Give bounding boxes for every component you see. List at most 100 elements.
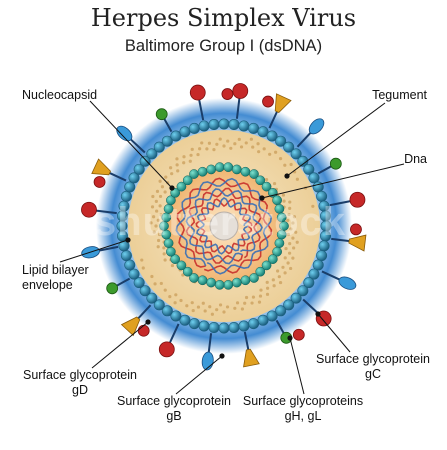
- tegument-dot: [291, 236, 295, 240]
- spike-head-gb: [348, 234, 367, 252]
- tegument-dot: [233, 142, 237, 146]
- tegument-dot: [244, 141, 248, 145]
- tegument-dot: [288, 200, 292, 204]
- capsid-bead: [223, 280, 234, 290]
- capsid-bead: [232, 164, 242, 175]
- label-gh-gl: Surface glycoproteins gH, gL: [238, 394, 368, 424]
- envelope-bead: [257, 126, 269, 138]
- tegument-dot: [292, 246, 296, 250]
- tegument-dot: [288, 206, 292, 211]
- leader-gb-dot: [219, 353, 225, 359]
- tegument-dot: [152, 230, 156, 234]
- glycoprotein-spike: [91, 158, 127, 182]
- envelope-bead: [266, 310, 278, 322]
- tegument-dot: [291, 221, 295, 225]
- capsid-bead: [182, 266, 193, 277]
- capsid-bead: [249, 273, 259, 283]
- capsid-bead: [176, 181, 187, 192]
- tegument-dot: [174, 293, 178, 297]
- tegument-dot: [141, 266, 145, 270]
- label-gd-line2: gD: [72, 383, 88, 397]
- capsid-bead: [176, 260, 187, 271]
- tegument-dot: [271, 278, 275, 282]
- tegument-dot: [276, 269, 280, 273]
- capsid-bead: [197, 166, 208, 177]
- glycoprotein-spike: [296, 118, 325, 148]
- glycoprotein-spike: [243, 331, 260, 368]
- spike-head-gh: [308, 118, 325, 135]
- label-gc-line2: gC: [365, 367, 381, 381]
- tegument-dot: [207, 141, 212, 145]
- tegument-dot: [281, 265, 285, 269]
- tegument-dot: [150, 205, 155, 209]
- tegument-dot: [222, 310, 226, 314]
- capsid-bead: [255, 175, 266, 186]
- tegument-dot: [162, 252, 166, 256]
- tegument-dot: [283, 256, 287, 260]
- dna-strand: [195, 198, 253, 255]
- tegument-dot: [205, 147, 209, 151]
- tegument-dot: [257, 150, 261, 154]
- envelope-bead: [275, 305, 287, 317]
- tegument-dot: [158, 194, 163, 199]
- envelope-bead: [208, 322, 220, 334]
- tegument-dot: [250, 301, 254, 305]
- label-lipid-bilayer: Lipid bilayer envelope: [22, 263, 89, 293]
- glycoprotein-spike: [317, 157, 342, 175]
- tegument-dot: [158, 179, 162, 183]
- envelope-bead: [275, 135, 287, 147]
- leader-nucleocapsid-dot: [169, 185, 175, 191]
- envelope-bead: [179, 126, 191, 138]
- envelope-bead: [120, 250, 132, 262]
- capsid-bead: [272, 246, 282, 257]
- capsid-bead: [274, 204, 285, 214]
- tegument-dot: [251, 295, 256, 299]
- envelope-bead: [146, 148, 158, 160]
- capsid-bead: [170, 254, 181, 264]
- tegument-dot: [272, 181, 277, 186]
- tegument-dot: [215, 308, 219, 312]
- tegument-dot: [240, 307, 244, 311]
- envelope-bead: [120, 190, 132, 202]
- tegument-dot: [294, 230, 298, 234]
- envelope-bead: [188, 318, 200, 330]
- leader-dna-dot: [259, 195, 265, 201]
- envelope-bead: [170, 130, 182, 142]
- tegument-dot: [162, 246, 166, 250]
- capsid-bead: [189, 169, 199, 179]
- envelope-bead: [116, 220, 128, 232]
- tegument-dot: [154, 199, 158, 203]
- tegument-dot: [283, 163, 287, 167]
- envelope-bead: [198, 120, 210, 132]
- leader-gc-dot: [315, 311, 321, 317]
- tegument-dot: [272, 284, 276, 288]
- tegument-dot: [189, 153, 193, 157]
- spike-head-gd: [262, 95, 274, 108]
- glycoprotein-spike: [120, 304, 152, 337]
- tegument-dot: [149, 221, 153, 225]
- tegument-dot: [151, 194, 155, 199]
- tegument-dot: [215, 142, 219, 146]
- tegument-dot: [190, 301, 194, 305]
- spike-head-gb: [243, 348, 260, 368]
- envelope-bead: [320, 220, 332, 232]
- capsid-bead: [279, 221, 289, 231]
- glycoprotein-spike: [329, 191, 366, 236]
- capsid-bead: [272, 195, 282, 206]
- envelope-bead: [257, 314, 269, 326]
- spike-head-gd: [81, 201, 97, 218]
- diagram-subtitle: Baltimore Group I (dsDNA): [124, 37, 323, 55]
- tegument-dot: [169, 166, 173, 170]
- label-gh-line1: Surface glycoproteins: [242, 394, 364, 408]
- envelope-bead: [320, 230, 332, 242]
- tegument-dot: [226, 139, 230, 143]
- tegument-dot: [140, 258, 144, 262]
- capsid-bead: [249, 169, 259, 179]
- capsid-bead: [166, 195, 176, 206]
- spike-head-gd: [292, 328, 305, 341]
- spike-head-gh: [338, 276, 357, 290]
- envelope-bead: [198, 320, 210, 332]
- envelope-bead: [188, 122, 200, 134]
- envelope-bead: [316, 190, 328, 202]
- leader-tegument: [286, 102, 386, 177]
